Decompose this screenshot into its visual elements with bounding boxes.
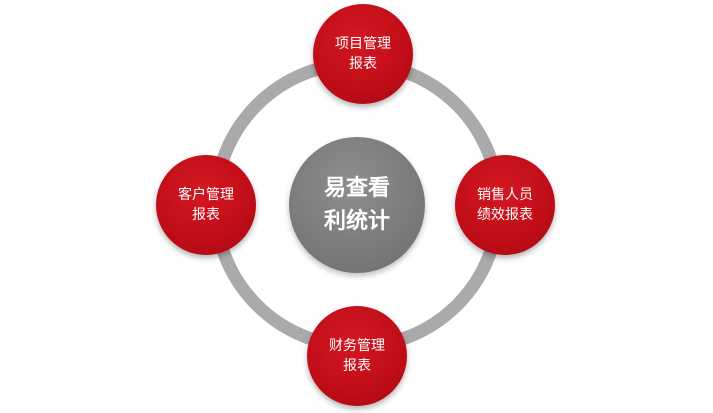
node-customer-report-label: 客户管理 报表 — [178, 187, 234, 223]
node-sales-performance-report: 销售人员 绩效报表 — [455, 155, 555, 255]
center-label: 易查看 利统计 — [323, 176, 390, 234]
node-customer-report: 客户管理 报表 — [156, 155, 256, 255]
node-project-report: 项目管理 报表 — [313, 4, 413, 104]
center-circle: 易查看 利统计 — [289, 137, 425, 273]
node-sales-performance-report-label: 销售人员 绩效报表 — [477, 187, 533, 223]
node-finance-report-label: 财务管理 报表 — [329, 338, 385, 374]
node-project-report-label: 项目管理 报表 — [335, 36, 391, 72]
node-finance-report: 财务管理 报表 — [307, 306, 407, 406]
